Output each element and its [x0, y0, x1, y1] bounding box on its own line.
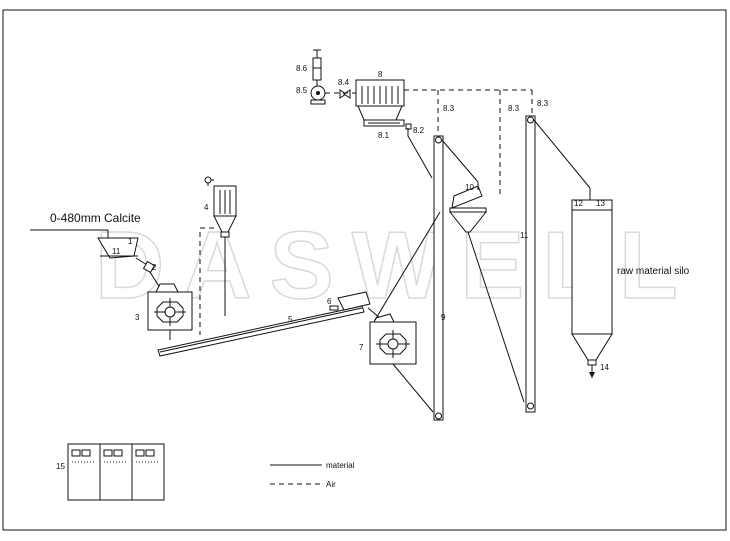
bucket-elevator-11: 11 [520, 115, 536, 413]
label-1: 1 [128, 237, 133, 246]
label-8-2: 8.2 [413, 126, 425, 135]
label-11-feeder: 11 [112, 247, 121, 256]
return-10-to-7 [374, 211, 441, 321]
label-13: 13 [596, 199, 605, 208]
valve-8-4-icon [339, 89, 347, 99]
label-8-3-c: 8.3 [537, 99, 549, 108]
label-11: 11 [520, 231, 529, 240]
label-4: 4 [204, 203, 209, 212]
chute-10-to-11 [467, 231, 525, 403]
label-3: 3 [135, 313, 140, 322]
feeder-6: 6 [327, 291, 371, 311]
label-5: 5 [288, 315, 293, 324]
fan-assembly: 8.6 8.5 8.4 [296, 49, 351, 105]
legend-air-label: Air [326, 480, 336, 489]
label-8-6: 8.6 [296, 64, 308, 73]
diagram-frame [2, 9, 727, 531]
control-cabinets-15: 15 [56, 443, 165, 501]
bag-filter-8: 8 8.1 8.2 [355, 70, 425, 140]
legend: material Air [270, 461, 355, 489]
label-6: 6 [327, 297, 332, 306]
label-8-3-a: 8.3 [443, 104, 455, 113]
feed-hopper: 0-480mm Calcite 11 1 [30, 211, 141, 259]
separator-10: 10 [448, 182, 488, 233]
chute-7-to-9 [392, 363, 434, 413]
label-8-4: 8.4 [338, 78, 350, 87]
air-duct-4 [199, 227, 214, 335]
bucket-elevator-9: 9 [433, 135, 446, 421]
legend-material-label: material [326, 461, 355, 470]
dust-collector-4: 4 [204, 176, 237, 316]
label-2: 2 [152, 263, 157, 272]
chute-8-to-9 [407, 128, 433, 179]
label-14: 14 [600, 363, 609, 372]
raw-material-silo: 12 13 14 raw material silo [571, 199, 690, 378]
feed-label: 0-480mm Calcite [50, 211, 141, 225]
label-8-5: 8.5 [296, 86, 308, 95]
label-8-1: 8.1 [378, 131, 390, 140]
crusher-3: 3 [135, 283, 193, 340]
label-8-3-b: 8.3 [508, 104, 520, 113]
feeder-2: 2 [135, 257, 161, 289]
label-7: 7 [359, 343, 364, 352]
label-15: 15 [56, 462, 65, 471]
crusher-7: 7 [359, 313, 417, 365]
silo-label: raw material silo [617, 266, 690, 277]
chute-9-to-10 [441, 139, 479, 183]
label-9: 9 [441, 313, 446, 322]
label-10: 10 [465, 183, 474, 192]
label-12: 12 [574, 199, 583, 208]
belt-conveyor-5: 5 [157, 305, 381, 357]
label-8: 8 [378, 70, 383, 79]
silencer-8-6-icon [312, 57, 322, 81]
chute-11-to-silo [533, 119, 591, 189]
